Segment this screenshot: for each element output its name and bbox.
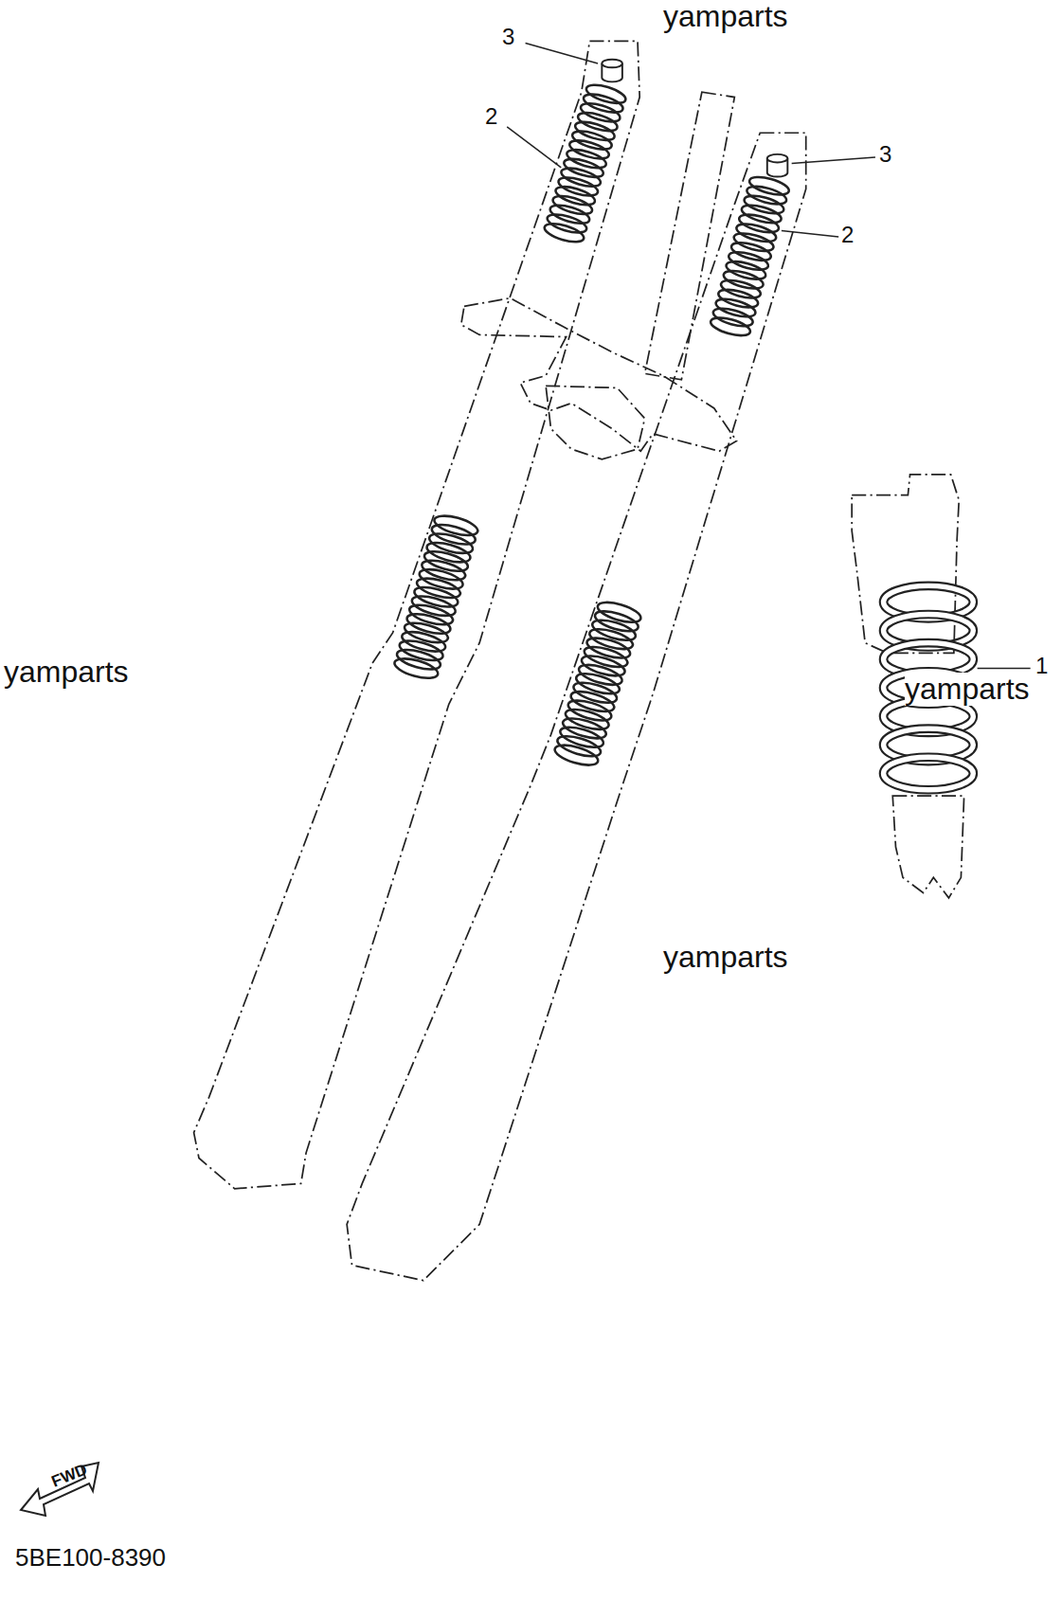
watermark: yamparts — [663, 0, 789, 34]
leader-line — [781, 231, 839, 237]
callout-number: 3 — [502, 24, 515, 50]
callout-number: 1 — [1035, 653, 1048, 679]
callout-number: 3 — [879, 142, 892, 167]
watermark: yamparts — [904, 672, 1030, 706]
spacer-collars — [601, 59, 788, 178]
left-fork-outline — [194, 40, 641, 1188]
leader-line — [792, 157, 876, 163]
watermark: yamparts — [663, 940, 789, 974]
right-fork-outline — [346, 132, 807, 1280]
watermark: yamparts — [3, 655, 129, 689]
collar-top — [601, 59, 623, 69]
steering-stem-outline — [645, 91, 736, 380]
upper-triple-clamp-outline — [461, 298, 738, 452]
shock-spring-coil — [883, 756, 974, 790]
lower-triple-clamp-outline — [545, 385, 645, 460]
callout-number: 2 — [841, 222, 854, 248]
leader-lines — [506, 42, 1030, 668]
spring-coil — [552, 740, 600, 769]
leader-line — [977, 667, 1031, 670]
leader-line — [506, 126, 561, 168]
shock-lower-outline — [892, 795, 964, 899]
callout-number: 2 — [485, 104, 498, 129]
spring-coil — [542, 219, 587, 246]
spring-coil — [392, 654, 440, 683]
diagram-code: 5BE100-8390 — [15, 1544, 166, 1572]
spring-coil — [708, 314, 753, 340]
spring-group — [392, 81, 973, 791]
collar-top — [767, 154, 789, 163]
leader-line — [525, 42, 598, 64]
shock-upper-outline — [851, 474, 959, 653]
shock-spring-coil-highlight — [883, 756, 974, 790]
component-outlines — [194, 40, 965, 1280]
forward-arrow: FWD — [17, 1449, 103, 1526]
